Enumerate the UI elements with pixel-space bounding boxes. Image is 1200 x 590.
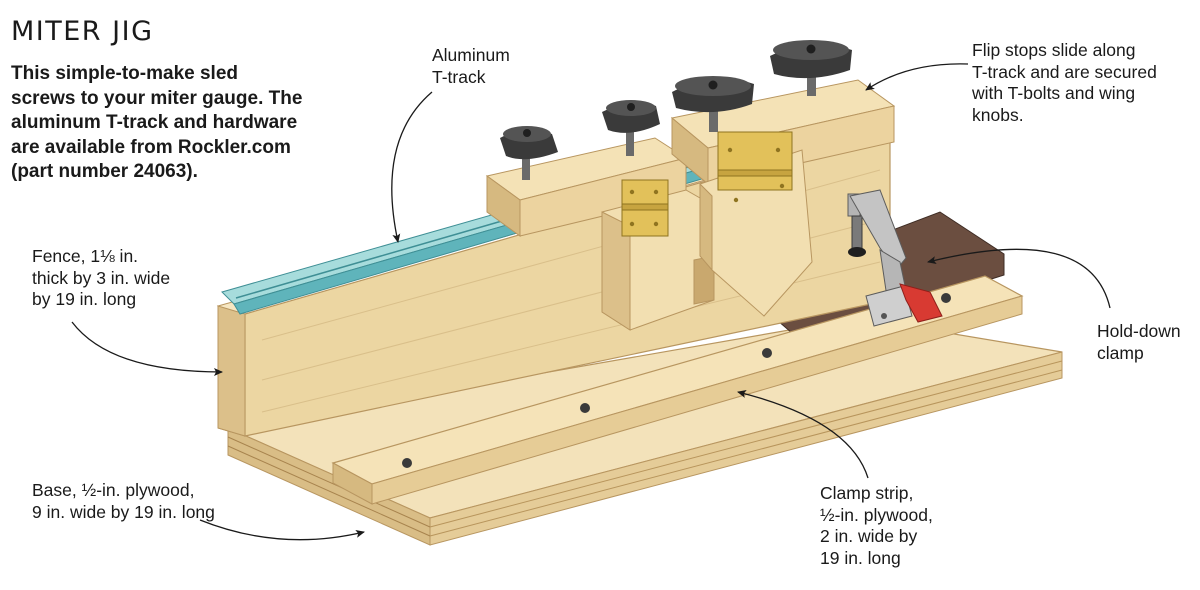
wing-knob-icon bbox=[602, 100, 660, 156]
intro-line: screws to your miter gauge. The bbox=[11, 87, 303, 109]
page-title: MITER JIG bbox=[11, 16, 154, 47]
flipstops-label-line: Flip stops slide along bbox=[972, 40, 1136, 60]
intro-line: aluminum T-track and hardware bbox=[11, 112, 298, 133]
screw-icon bbox=[402, 458, 412, 468]
brass-hinge-right bbox=[717, 131, 793, 203]
intro-line: (part number 24063). bbox=[11, 161, 198, 182]
intro-line: are available from Rockler.com bbox=[11, 136, 291, 158]
strip-label-line: ½-in. plywood, bbox=[820, 504, 933, 525]
holddown-label-line: Hold-down bbox=[1097, 321, 1181, 341]
holddown-label-line: clamp bbox=[1097, 342, 1144, 363]
fence-label-line: Fence, 1⅛ in. bbox=[32, 246, 139, 266]
base-label: Base, ½-in. plywood, 9 in. wide by 19 in… bbox=[32, 480, 215, 523]
brass-hinge-left bbox=[621, 179, 669, 237]
track-label: Aluminum T-track bbox=[432, 45, 510, 88]
clamp-strip bbox=[331, 275, 1024, 505]
flipstops-label: Flip stops slide along T-track and are s… bbox=[972, 40, 1157, 126]
flipstop-leader-arrow bbox=[865, 63, 969, 91]
wing-knob-icon bbox=[500, 126, 558, 180]
fence-label-line: thick by 3 in. wide bbox=[32, 267, 171, 288]
strip-label: Clamp strip, ½-in. plywood, 2 in. wide b… bbox=[820, 483, 933, 569]
screw-icon bbox=[762, 348, 772, 358]
flipstops-label-line: T-track and are secured bbox=[972, 61, 1157, 82]
fence-label: Fence, 1⅛ in. thick by 3 in. wide by 19 … bbox=[32, 246, 170, 311]
base-label-line: 9 in. wide by 19 in. long bbox=[32, 501, 215, 522]
base-label-line: Base, ½-in. plywood, bbox=[32, 480, 195, 500]
flipstops-label-line: knobs. bbox=[972, 104, 1024, 125]
wing-knob-icon bbox=[672, 76, 754, 132]
track-label-line: T-track bbox=[432, 66, 486, 87]
holddown-leader-arrow bbox=[927, 248, 1111, 309]
screw-icon bbox=[941, 293, 951, 303]
flip-stop-left bbox=[485, 100, 715, 331]
intro-text: This simple-to-make sled screws to your … bbox=[11, 62, 321, 185]
holddown-label: Hold-down clamp bbox=[1097, 321, 1181, 364]
intro-line: This simple-to-make sled bbox=[11, 63, 239, 84]
hold-down-clamp bbox=[847, 189, 943, 327]
fence-leader-arrow bbox=[71, 321, 223, 376]
track-label-line: Aluminum bbox=[432, 45, 510, 65]
wing-knob-icon bbox=[770, 40, 852, 96]
fence-label-line: by 19 in. long bbox=[32, 289, 137, 309]
screw-icon bbox=[580, 403, 590, 413]
strip-label-line: 2 in. wide by bbox=[820, 526, 918, 546]
strip-label-line: Clamp strip, bbox=[820, 483, 914, 503]
strip-leader-arrow bbox=[737, 390, 869, 479]
flip-stop-right bbox=[670, 40, 896, 317]
flipstops-label-line: with T-bolts and wing bbox=[972, 83, 1136, 103]
strip-label-line: 19 in. long bbox=[820, 547, 901, 568]
track-leader-arrow bbox=[391, 91, 433, 243]
leader-lines bbox=[71, 63, 1111, 541]
base-leader-arrow bbox=[199, 519, 365, 541]
